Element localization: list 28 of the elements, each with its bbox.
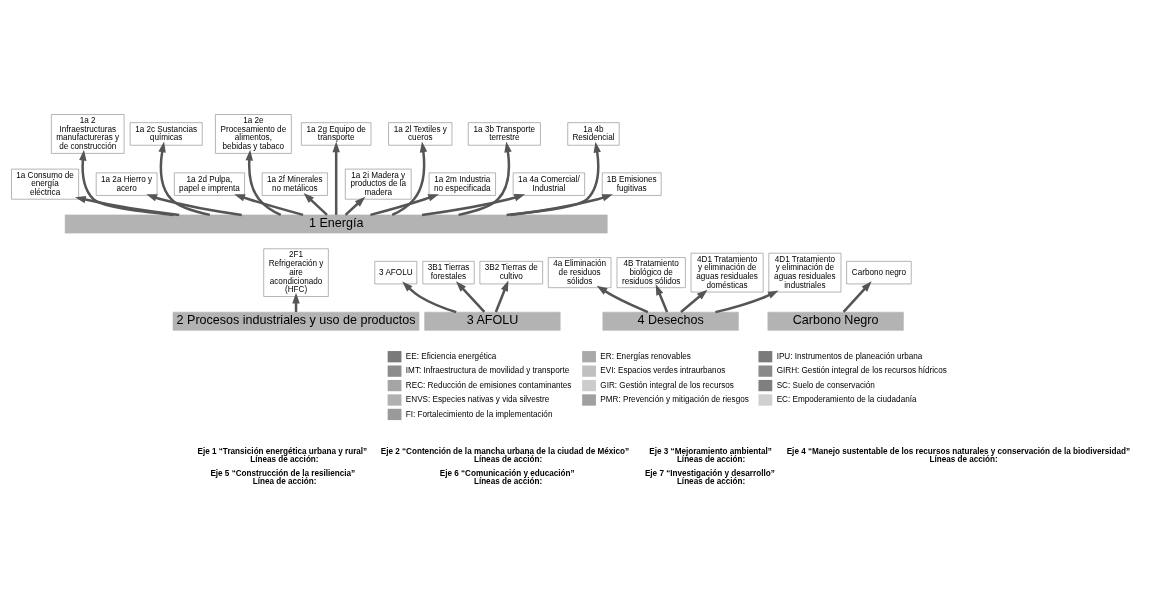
arrow — [344, 196, 366, 216]
node-box: 3 AFOLU — [424, 311, 561, 331]
arrow — [402, 281, 457, 314]
arrow — [391, 141, 428, 216]
arrow — [79, 149, 174, 217]
arrow — [234, 194, 304, 217]
node-box: 4 Desechos — [602, 311, 739, 331]
node-box: Carbono Negro — [767, 311, 904, 331]
arrow — [332, 141, 340, 215]
arrow — [715, 290, 779, 314]
node-box: 2 Procesos industriales y uso de productos — [172, 311, 420, 331]
arrow — [506, 141, 601, 217]
node-box: 1 Energía — [64, 214, 608, 234]
arrow — [421, 194, 526, 217]
arrow — [510, 194, 613, 217]
arrow — [370, 194, 439, 217]
arrow — [146, 194, 242, 217]
arrow — [494, 280, 509, 313]
arrow — [596, 285, 649, 314]
arrow — [245, 149, 282, 217]
arrow — [158, 141, 211, 217]
arrow — [680, 289, 708, 313]
arrow — [455, 281, 486, 313]
arrow — [75, 195, 180, 217]
arrow — [842, 281, 872, 313]
arrow — [303, 192, 328, 216]
arrow — [655, 284, 669, 313]
arrow — [458, 141, 512, 217]
